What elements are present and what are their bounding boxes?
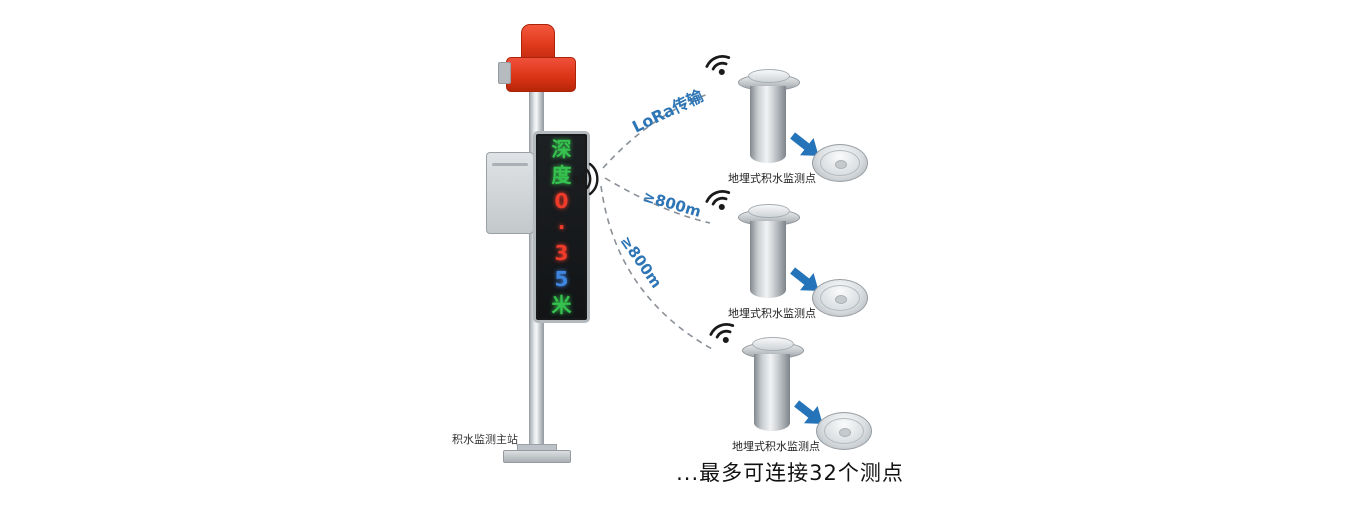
wireless-emitter-icon xyxy=(573,162,599,196)
led-display: 深 度 0 · 3 5 米 xyxy=(533,131,590,323)
station-base-plate xyxy=(503,450,571,463)
alarm-siren-bracket xyxy=(506,57,576,92)
link-label-distance-2: ≥800m xyxy=(616,232,666,292)
station-label: 积水监测主站 xyxy=(452,433,518,446)
wifi-icon xyxy=(709,323,735,343)
led-screen: 深 度 0 · 3 5 米 xyxy=(538,136,585,318)
sensor-body xyxy=(750,221,786,298)
siren-mount-stub xyxy=(498,62,511,84)
sensor-cap xyxy=(748,204,790,218)
sensor-body xyxy=(750,86,786,163)
footer-caption: ...最多可连接32个测点 xyxy=(676,461,904,485)
led-char: 米 xyxy=(551,292,572,317)
sensor-cap xyxy=(748,69,790,83)
arrow-down-right-icon xyxy=(790,267,819,291)
sensor-group-1: 地埋式积水监测点 xyxy=(700,50,872,200)
link-label-lora: LoRa传输 xyxy=(629,86,707,137)
sensor-disc xyxy=(812,144,868,182)
sensor-body xyxy=(754,354,790,431)
led-char: 度 xyxy=(551,162,572,187)
arrow-down-right-icon xyxy=(790,132,819,156)
sensor-disc xyxy=(816,412,872,450)
sensor-disc xyxy=(812,279,868,317)
sensor-label: 地埋式积水监测点 xyxy=(732,440,820,453)
wifi-icon xyxy=(705,55,731,75)
wifi-icon xyxy=(705,190,731,210)
sensor-label: 地埋式积水监测点 xyxy=(728,307,816,320)
led-char: 5 xyxy=(554,266,569,291)
led-char: 深 xyxy=(551,136,572,161)
led-char: · xyxy=(557,214,566,239)
link-label-distance-1: ≥800m xyxy=(640,187,704,221)
led-char: 0 xyxy=(554,188,569,213)
led-char: 3 xyxy=(554,240,569,265)
sensor-cap xyxy=(752,337,794,351)
control-box xyxy=(486,152,534,234)
sensor-group-3: 地埋式积水监测点 xyxy=(704,318,876,468)
sensor-group-2: 地埋式积水监测点 xyxy=(700,185,872,335)
arrow-down-right-icon xyxy=(794,400,823,424)
sensor-label: 地埋式积水监测点 xyxy=(728,172,816,185)
